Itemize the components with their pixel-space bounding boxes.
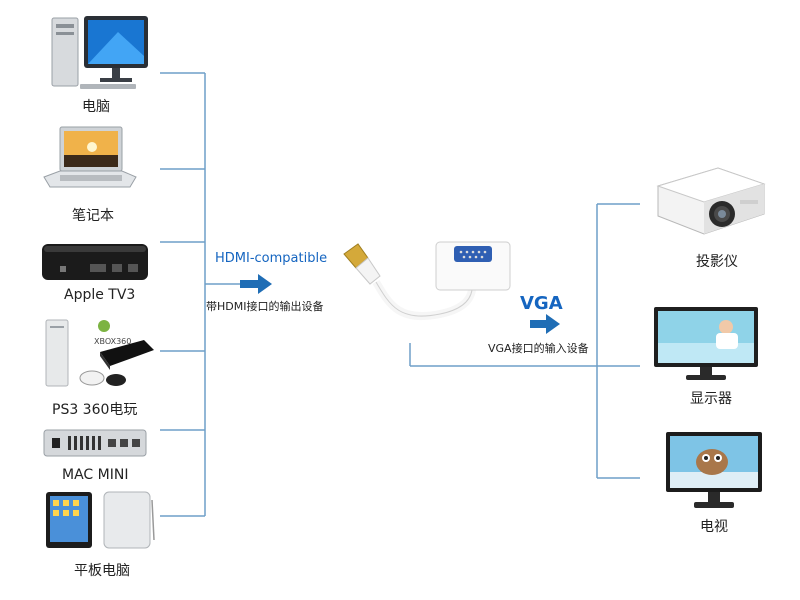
- device-label-game-console: PS3 360电玩: [52, 402, 138, 418]
- hdmi-to-vga-adapter: [340, 236, 520, 344]
- device-label-tablet: 平板电脑: [74, 563, 130, 579]
- tablet-icon: [44, 490, 156, 550]
- game-console-icon: XBOX360: [44, 316, 156, 390]
- monitor-icon: [650, 305, 762, 383]
- hdmi-subtitle: 带HDMI接口的输出设备: [206, 300, 324, 313]
- apple-tv-icon: [40, 240, 150, 285]
- desktop-computer-icon: [48, 12, 152, 92]
- projector-icon: [648, 162, 768, 244]
- laptop-icon: [40, 125, 140, 195]
- device-label-apple-tv: Apple TV3: [64, 287, 136, 303]
- device-label-monitor: 显示器: [690, 391, 732, 407]
- hdmi-arrow: [240, 274, 272, 294]
- mac-mini-icon: [42, 428, 148, 458]
- vga-subtitle: VGA接口的输入设备: [488, 342, 589, 355]
- vga-arrow: [530, 314, 560, 334]
- device-label-desktop: 电脑: [82, 99, 110, 115]
- television-icon: [664, 430, 764, 514]
- vga-title: VGA: [520, 293, 563, 314]
- hdmi-title: HDMI-compatible: [215, 251, 328, 266]
- device-label-television: 电视: [700, 519, 728, 535]
- device-label-mac-mini: MAC MINI: [62, 467, 129, 483]
- device-label-projector: 投影仪: [696, 254, 738, 270]
- svg-text:XBOX360: XBOX360: [94, 337, 131, 346]
- device-label-laptop: 笔记本: [72, 208, 114, 224]
